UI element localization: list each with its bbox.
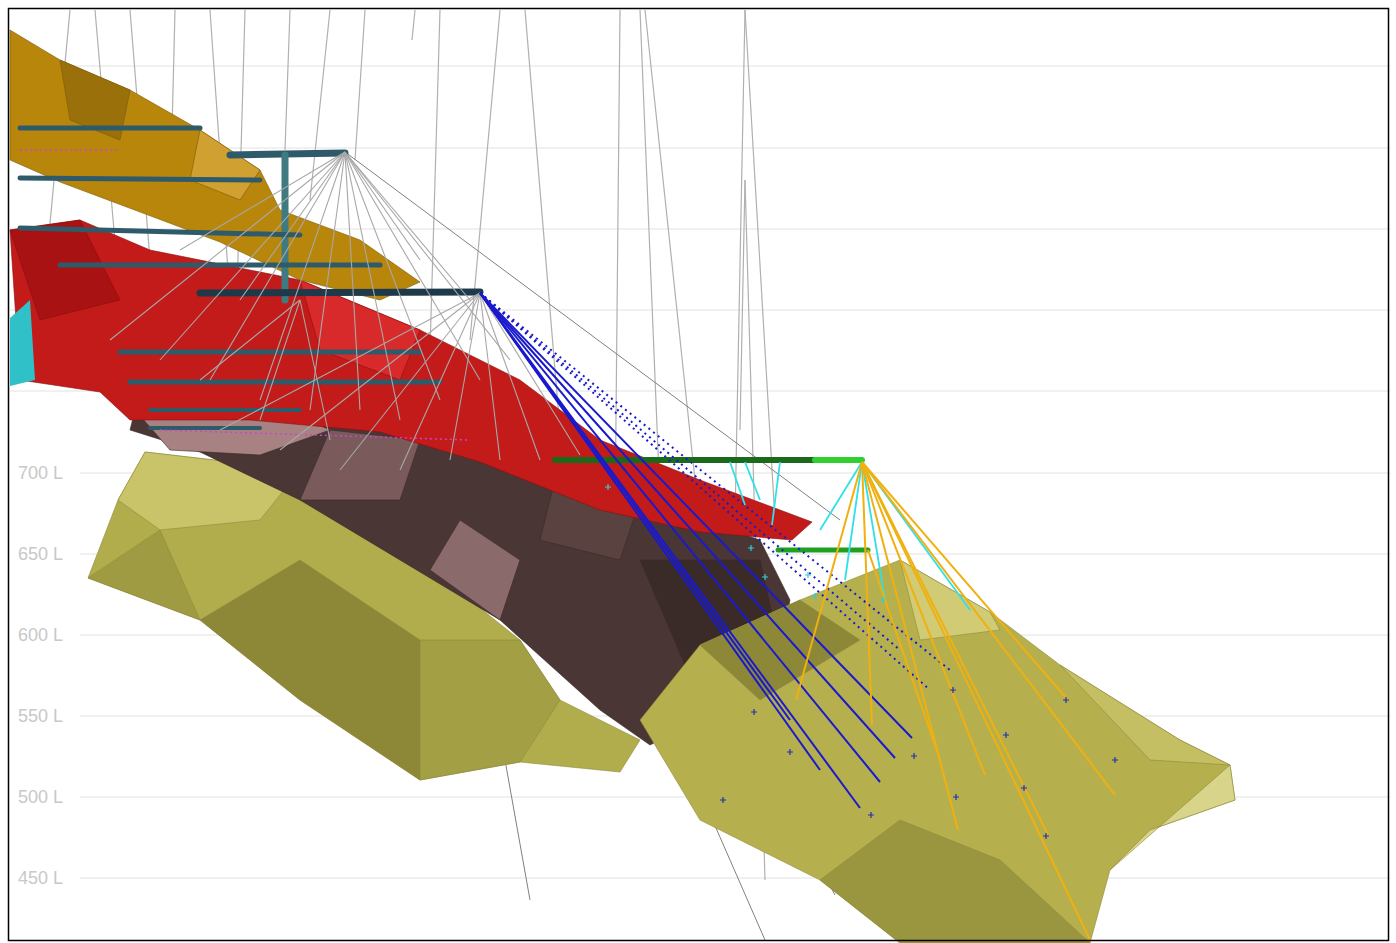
blue-fan (480, 293, 912, 808)
level-label: 450 L (16, 869, 65, 887)
level-label: 600 L (16, 626, 65, 644)
level-label: 650 L (16, 545, 65, 563)
drives (20, 128, 868, 550)
orebody-cyan (10, 300, 35, 386)
frame (9, 9, 1389, 941)
level-label: 700 L (16, 464, 65, 482)
grey-fans (110, 152, 620, 470)
cyan-fan (730, 462, 970, 610)
level-label: 500 L (16, 788, 65, 806)
gold-fan (796, 462, 1115, 940)
orebody-red (10, 220, 812, 540)
pierce-points (720, 687, 1118, 839)
level-label: 550 L (16, 707, 65, 725)
orebody-gold (10, 30, 420, 300)
